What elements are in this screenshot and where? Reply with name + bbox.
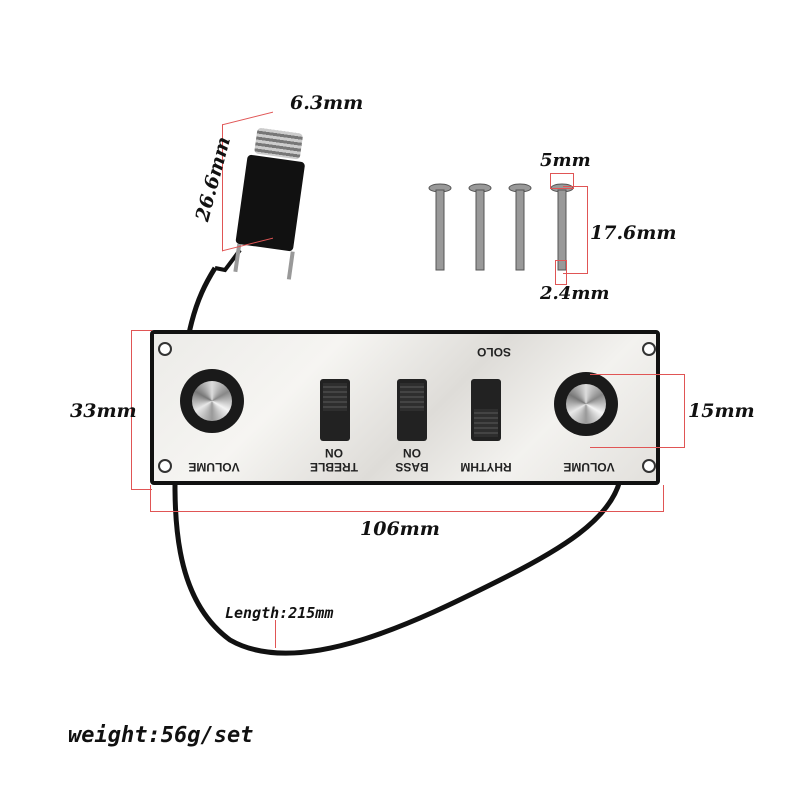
screw-shank-label: 2.4mm: [540, 283, 610, 304]
rhythm-solo-switch[interactable]: [471, 379, 501, 441]
plate-width-line: [150, 485, 664, 512]
solo-label: SOLO: [477, 345, 512, 359]
knob-diameter-label: 15mm: [688, 400, 755, 422]
volume-left-label: VOLUME: [188, 460, 240, 474]
bass-on-label: ON: [403, 446, 421, 460]
treble-on-label: ON: [325, 446, 343, 460]
bass-label: BASS: [395, 460, 429, 474]
knob-diameter-line: [590, 374, 685, 448]
rhythm-label: RHYTHM: [460, 460, 512, 474]
treble-label: TREBLE: [310, 460, 358, 474]
bass-switch[interactable]: [397, 379, 427, 441]
cable-length-line: [275, 620, 276, 648]
screws: [428, 183, 574, 271]
screw-head-box: [550, 173, 574, 189]
volume-right-label: VOLUME: [563, 460, 615, 474]
screw-head-label: 5mm: [540, 150, 591, 171]
screw-length-label: 17.6mm: [590, 222, 677, 244]
jack-diameter-label: 6.3mm: [290, 92, 364, 114]
mount-hole: [158, 459, 172, 473]
treble-switch[interactable]: [320, 379, 350, 441]
cable-length-label: Length:215mm: [225, 604, 334, 622]
screw-length-box: [563, 186, 588, 274]
mount-hole: [642, 459, 656, 473]
plate-height-line: [131, 330, 152, 490]
volume-knob-right[interactable]: [554, 372, 618, 436]
screw-shank-box: [555, 260, 567, 285]
plate-height-label: 33mm: [70, 400, 137, 422]
weight-label: weight:56g/set: [68, 723, 254, 748]
control-plate: SOLO VOLUME ON TREBLE ON BASS RHYTHM VOL…: [150, 330, 660, 485]
jack-length-line: [222, 111, 273, 252]
plate-width-label: 106mm: [360, 518, 440, 540]
volume-knob-left[interactable]: [180, 369, 244, 433]
mount-hole: [158, 342, 172, 356]
mount-hole: [642, 342, 656, 356]
